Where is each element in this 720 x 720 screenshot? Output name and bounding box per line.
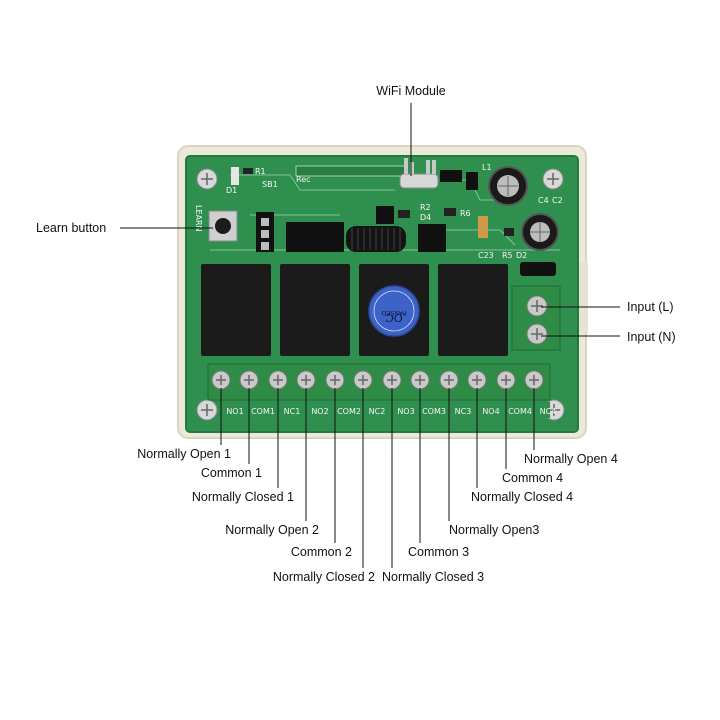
callout-terminal: Normally Closed 2 [273, 570, 375, 584]
relay-1: SRD-12VDC 10A 250VAC [201, 264, 271, 356]
pin-label: NO3 [397, 407, 414, 416]
svg-text:SRD-12VDC: SRD-12VDC [230, 282, 238, 320]
callout-terminal: Normally Closed 3 [382, 570, 484, 584]
svg-text:10A 250VAC: 10A 250VAC [242, 282, 250, 324]
terminal-screw[interactable] [268, 370, 288, 390]
silk-sb1: SB1 [262, 180, 278, 189]
inductor-l1 [440, 170, 462, 182]
pin-label-row [222, 402, 550, 418]
silk-c23: C23 [478, 251, 494, 260]
terminal-screw[interactable] [239, 370, 259, 390]
callout-terminal: Common 1 [201, 466, 262, 480]
callout-terminal: Normally Closed 4 [471, 490, 573, 504]
silk-c2: C2 [552, 196, 563, 205]
silk-r2: R2 [420, 203, 431, 212]
callout-terminal: Normally Open 2 [225, 523, 319, 537]
svg-text:SRD-12VDC: SRD-12VDC [309, 282, 317, 320]
silk-l1: L1 [482, 163, 492, 172]
svg-text:QC: QC [385, 311, 402, 324]
terminal-screw[interactable] [211, 370, 231, 390]
driver-chip [418, 224, 446, 252]
pin-label: NC4 [540, 407, 557, 416]
terminal-screw[interactable] [410, 370, 430, 390]
input-terminal-block[interactable] [511, 285, 561, 351]
pin-label: NO2 [311, 407, 328, 416]
silk-learn: LEARN [194, 205, 203, 232]
callout-terminal: Normally Open3 [449, 523, 539, 537]
regulator [466, 172, 478, 190]
silk-r6: R6 [460, 209, 471, 218]
terminal-screw[interactable] [524, 370, 544, 390]
callout-learn-button: Learn button [36, 221, 106, 235]
callout-terminal: Normally Open 1 [137, 447, 231, 461]
terminal-screw[interactable] [325, 370, 345, 390]
pin-label: COM4 [508, 407, 532, 416]
callout-input-l: Input (L) [627, 300, 674, 314]
silk-r5: R5 [502, 251, 513, 260]
transistor [376, 206, 394, 224]
callout-terminal: Common 3 [408, 545, 469, 559]
svg-text:10A 250VAC: 10A 250VAC [479, 282, 487, 324]
resistor-r5 [504, 228, 514, 236]
silk-c4: C4 [538, 196, 549, 205]
pin-label: COM2 [337, 407, 361, 416]
pin-label: NO4 [482, 407, 499, 416]
silk-r1: R1 [255, 167, 266, 176]
pin-label: COM3 [422, 407, 446, 416]
pin-label: NC3 [455, 407, 472, 416]
pin-label: NC1 [284, 407, 301, 416]
terminal-screw[interactable] [382, 370, 402, 390]
capacitor-c23 [478, 216, 488, 238]
resistor-r6 [444, 208, 456, 216]
silk-d1: D1 [226, 186, 237, 195]
terminal-screw[interactable] [467, 370, 487, 390]
silk-d4: D4 [420, 213, 431, 222]
silk-d2: D2 [516, 251, 527, 260]
pin-label: NO1 [226, 407, 243, 416]
resistor-r1 [243, 168, 253, 174]
terminal-screw[interactable] [439, 370, 459, 390]
pin-label: COM1 [251, 407, 275, 416]
diode-d2 [520, 262, 556, 276]
callout-input-n: Input (N) [627, 330, 676, 344]
relay-2: SRD-12VDC 10A 250VAC [280, 264, 350, 356]
output-terminal-strip[interactable] [207, 363, 551, 401]
callout-terminal: Normally Open 4 [524, 452, 618, 466]
terminal-screw[interactable] [353, 370, 373, 390]
relay-4: SRD-12VDC 10A 250VAC [438, 264, 508, 356]
electrolytic-capacitors [488, 166, 559, 251]
decoder-chip [286, 222, 344, 252]
callout-terminal: Common 2 [291, 545, 352, 559]
wifi-module [399, 158, 439, 189]
terminal-screw[interactable] [496, 370, 516, 390]
led [231, 167, 239, 185]
svg-text:PASSED: PASSED [381, 309, 406, 317]
resistor-r2 [398, 210, 410, 218]
pin-label: NC2 [369, 407, 386, 416]
receiver-module [295, 165, 407, 177]
callout-terminal: Normally Closed 1 [192, 490, 294, 504]
callout-wifi-module: WiFi Module [376, 84, 446, 98]
antenna-coil [346, 226, 406, 252]
callout-terminal: Common 4 [502, 471, 563, 485]
qc-passed-sticker: QC PASSED [368, 285, 420, 337]
silk-receiver: Rec [296, 175, 311, 184]
terminal-screw[interactable] [296, 370, 316, 390]
learn-button[interactable] [208, 210, 238, 242]
svg-text:SRD-12VDC: SRD-12VDC [467, 282, 475, 320]
jumper-header [256, 212, 274, 252]
svg-text:10A 250VAC: 10A 250VAC [321, 282, 329, 324]
